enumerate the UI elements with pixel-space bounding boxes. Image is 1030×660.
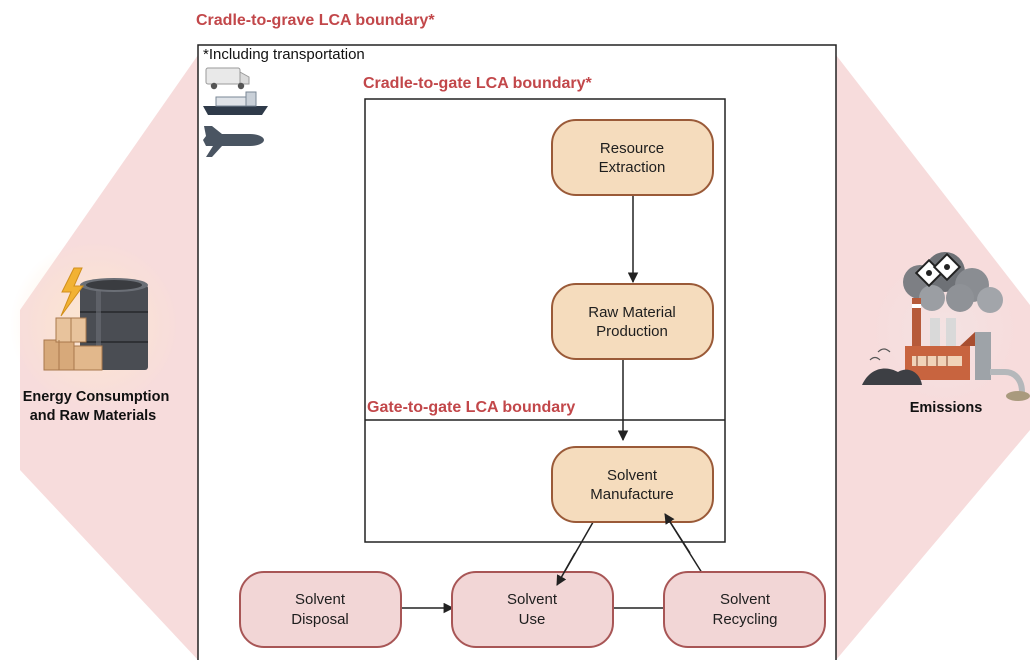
svg-text:Solvent: Solvent (295, 591, 346, 608)
svg-text:Solvent: Solvent (607, 467, 658, 484)
lightning-icon (60, 267, 84, 317)
arrow-manufacture-to-use-tip (556, 552, 576, 586)
svg-text:Manufacture: Manufacture (590, 486, 673, 503)
svg-text:Recycling: Recycling (712, 611, 777, 628)
arrow-recycling-to-manufacture-tip (664, 513, 691, 554)
svg-text:Production: Production (596, 323, 668, 340)
ship-icon (203, 91, 268, 115)
inputs-label-line2: and Raw Materials (30, 408, 157, 424)
node-raw-material-production: Raw Material Production (551, 283, 714, 360)
hazard-icon (914, 252, 962, 288)
svg-text:Solvent: Solvent (507, 591, 558, 608)
node-solvent-recycling: Solvent Recycling (663, 571, 826, 648)
transport-note: *Including transportation (203, 46, 365, 63)
outflow-pipe-icon (990, 369, 1030, 401)
node-solvent-manufacture: Solvent Manufacture (551, 446, 714, 523)
svg-text:Raw Material: Raw Material (588, 304, 676, 321)
svg-text:Resource: Resource (600, 140, 664, 157)
svg-text:Solvent: Solvent (720, 591, 771, 608)
cradle-to-grave-boundary (197, 44, 837, 660)
node-resource-extraction: Resource Extraction (551, 119, 714, 196)
svg-text:Disposal: Disposal (291, 611, 349, 628)
svg-text:Extraction: Extraction (599, 159, 666, 176)
cradle-to-gate-label: Cradle-to-gate LCA boundary* (363, 75, 593, 92)
node-solvent-use: Solvent Use (451, 571, 614, 648)
node-solvent-disposal: Solvent Disposal (239, 571, 402, 648)
barrel-icon (80, 278, 148, 370)
gate-to-gate-label: Gate-to-gate LCA boundary (367, 399, 575, 416)
svg-text:Use: Use (519, 611, 546, 628)
airplane-icon (203, 126, 264, 157)
boxes-icon (43, 317, 103, 371)
van-icon (205, 67, 250, 90)
waste-pile-icon (862, 348, 922, 385)
outputs-label: Emissions (910, 400, 983, 416)
inputs-label-line1: Energy Consumption (23, 389, 170, 405)
cradle-to-gate-boundary (364, 98, 726, 543)
cradle-to-grave-label: Cradle-to-grave LCA boundary* (196, 12, 435, 29)
